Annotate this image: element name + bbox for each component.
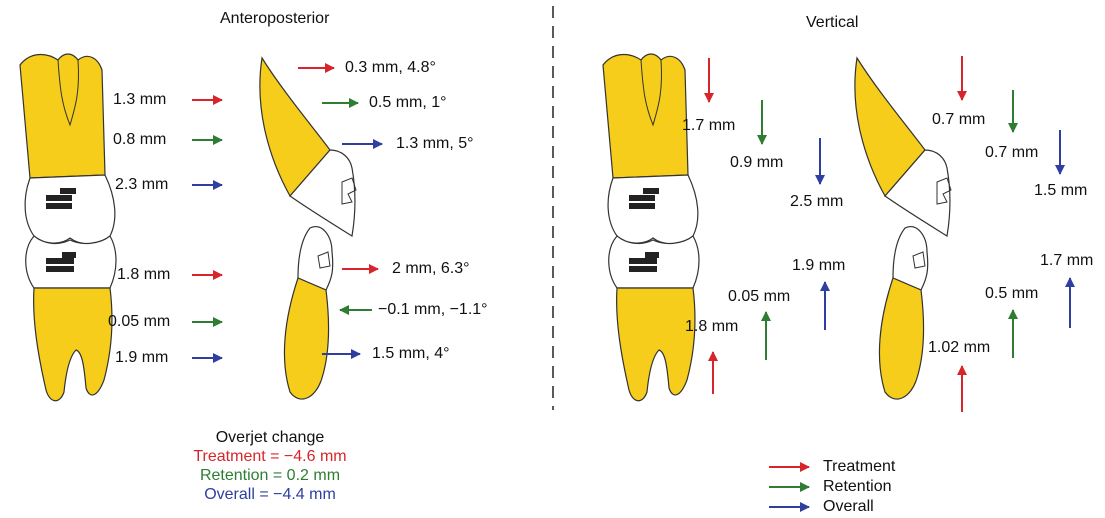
- ap-incisor-lower-retention-label: −0.1 mm, −1.1°: [378, 301, 488, 319]
- vert-molar-upper-retention-label: 0.9 mm: [730, 154, 783, 172]
- overjet-retention: Retention = 0.2 mm: [172, 466, 368, 485]
- legend-item-retention: Retention: [767, 477, 895, 497]
- vert-molar-lower-retention-label: 0.05 mm: [728, 288, 790, 306]
- ap-incisor-upper-overall-label: 1.3 mm, 5°: [396, 135, 474, 153]
- vertical-heading: Vertical: [806, 14, 858, 32]
- ap-incisor-teeth: [260, 58, 356, 399]
- ap-incisor-upper-retention-label: 0.5 mm, 1°: [369, 94, 447, 112]
- legend-retention-arrow: [767, 480, 813, 494]
- anteroposterior-heading: Anteroposterior: [220, 10, 329, 28]
- vert-incisor-lower-treatment-label: 1.02 mm: [928, 339, 990, 357]
- vert-molar-lower-overall-label: 1.9 mm: [792, 257, 845, 275]
- vert-incisor-upper-overall-label: 1.5 mm: [1034, 182, 1087, 200]
- overjet-summary: Overjet change Treatment = −4.6 mm Reten…: [172, 428, 368, 504]
- ap-molar-upper-retention-label: 0.8 mm: [113, 131, 166, 149]
- overjet-treatment: Treatment = −4.6 mm: [172, 447, 368, 466]
- ap-molar-upper-treatment-label: 1.3 mm: [113, 91, 166, 109]
- legend: Treatment Retention Overall: [767, 457, 895, 517]
- ap-incisor-upper-treatment-label: 0.3 mm, 4.8°: [345, 59, 436, 77]
- vert-molar-upper-treatment-label: 1.7 mm: [682, 117, 735, 135]
- vert-molar-teeth: [603, 54, 699, 401]
- vert-incisor-lower-retention-label: 0.5 mm: [985, 285, 1038, 303]
- overjet-title: Overjet change: [172, 428, 368, 447]
- ap-molar-lower-retention-label: 0.05 mm: [108, 313, 170, 331]
- ap-molar-lower-treatment-label: 1.8 mm: [117, 266, 170, 284]
- ap-molar-teeth: [20, 54, 116, 401]
- ap-molar-lower-overall-label: 1.9 mm: [115, 349, 168, 367]
- ap-molar-upper-overall-label: 2.3 mm: [115, 176, 168, 194]
- vert-incisor-upper-treatment-label: 0.7 mm: [932, 111, 985, 129]
- legend-treatment-label: Treatment: [823, 458, 895, 475]
- ap-incisor-lower-treatment-label: 2 mm, 6.3°: [392, 260, 470, 278]
- vert-incisor-upper-retention-label: 0.7 mm: [985, 144, 1038, 162]
- legend-retention-label: Retention: [823, 478, 892, 495]
- vert-incisor-lower-overall-label: 1.7 mm: [1040, 252, 1093, 270]
- overjet-overall: Overall = −4.4 mm: [172, 485, 368, 504]
- vert-molar-upper-overall-label: 2.5 mm: [790, 193, 843, 211]
- ap-incisor-lower-overall-label: 1.5 mm, 4°: [372, 345, 450, 363]
- legend-treatment-arrow: [767, 460, 813, 474]
- legend-overall-label: Overall: [823, 498, 874, 515]
- legend-overall-arrow: [767, 500, 813, 514]
- vert-molar-lower-treatment-label: 1.8 mm: [685, 318, 738, 336]
- legend-item-overall: Overall: [767, 497, 895, 517]
- legend-item-treatment: Treatment: [767, 457, 895, 477]
